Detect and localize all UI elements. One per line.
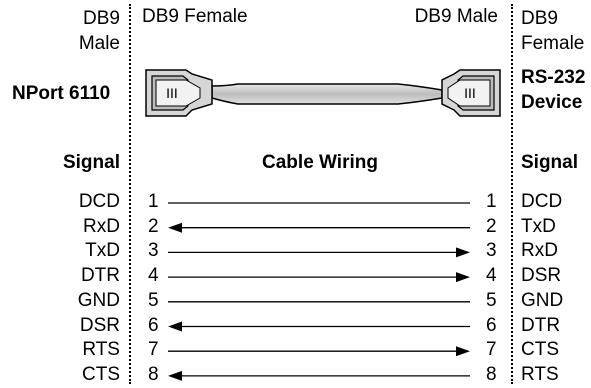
left-pin: 3 [148, 240, 159, 262]
left-signal: DTR [80, 265, 120, 287]
right-pin: 5 [486, 289, 497, 311]
right-signal: RTS [521, 363, 559, 385]
right-signal: DSR [521, 265, 562, 287]
right-device-label: RS-232 Device [521, 67, 586, 113]
left-signal-header: Signal [62, 152, 120, 173]
right-signal: RxD [521, 240, 558, 262]
right-signal-header: Signal [521, 152, 579, 173]
right-pin: 2 [486, 215, 497, 237]
left-pin: 2 [148, 215, 159, 237]
left-device-label: NPort 6110 [12, 83, 111, 104]
right-signal: GND [521, 289, 564, 311]
left-plug-icon [145, 69, 213, 117]
wiring-lines [168, 202, 470, 381]
left-signal: DSR [79, 314, 120, 336]
left-divider [129, 4, 131, 384]
arrowhead-left [168, 370, 182, 381]
right-divider [511, 4, 513, 384]
left-signal: CTS [82, 363, 120, 385]
left-pin: 1 [148, 191, 159, 212]
right-pin: 7 [486, 339, 497, 361]
right-plug-mark: III [464, 85, 476, 101]
left-signal: DCD [78, 191, 120, 212]
arrowhead-right [456, 247, 470, 258]
right-pin: 3 [486, 240, 497, 262]
right-signal: DCD [521, 191, 563, 212]
cable-left-connector-label: DB9 Female [142, 6, 248, 27]
arrowhead-right [456, 272, 470, 283]
cable-body [211, 83, 443, 105]
right-pin: 4 [486, 265, 497, 287]
left-signal: RTS [82, 339, 120, 361]
right-pin: 1 [486, 191, 497, 212]
left-pin: 7 [148, 339, 159, 361]
arrowhead-left [168, 222, 182, 233]
right-signal: TxD [521, 215, 556, 237]
left-pin: 6 [148, 314, 159, 336]
right-plug-icon [441, 69, 501, 117]
left-connector-label: DB9 Male [78, 8, 120, 54]
left-pin: 8 [148, 363, 159, 385]
right-signal: CTS [521, 339, 559, 361]
left-plug-mark: III [166, 85, 178, 101]
left-pin: 5 [148, 289, 159, 311]
arrowhead-left [168, 321, 182, 332]
left-signal: GND [77, 289, 120, 311]
arrowhead-right [456, 346, 470, 357]
right-pin: 6 [486, 314, 497, 336]
cable-wiring-header: Cable Wiring [262, 152, 378, 173]
cable-right-connector-label: DB9 Male [414, 6, 498, 27]
left-signal: TxD [85, 240, 120, 262]
right-pin: 8 [486, 363, 497, 385]
left-pin: 4 [148, 265, 159, 287]
left-signal: RxD [83, 215, 120, 237]
right-connector-label: DB9 Female [521, 8, 585, 54]
right-signal: DTR [521, 314, 561, 336]
